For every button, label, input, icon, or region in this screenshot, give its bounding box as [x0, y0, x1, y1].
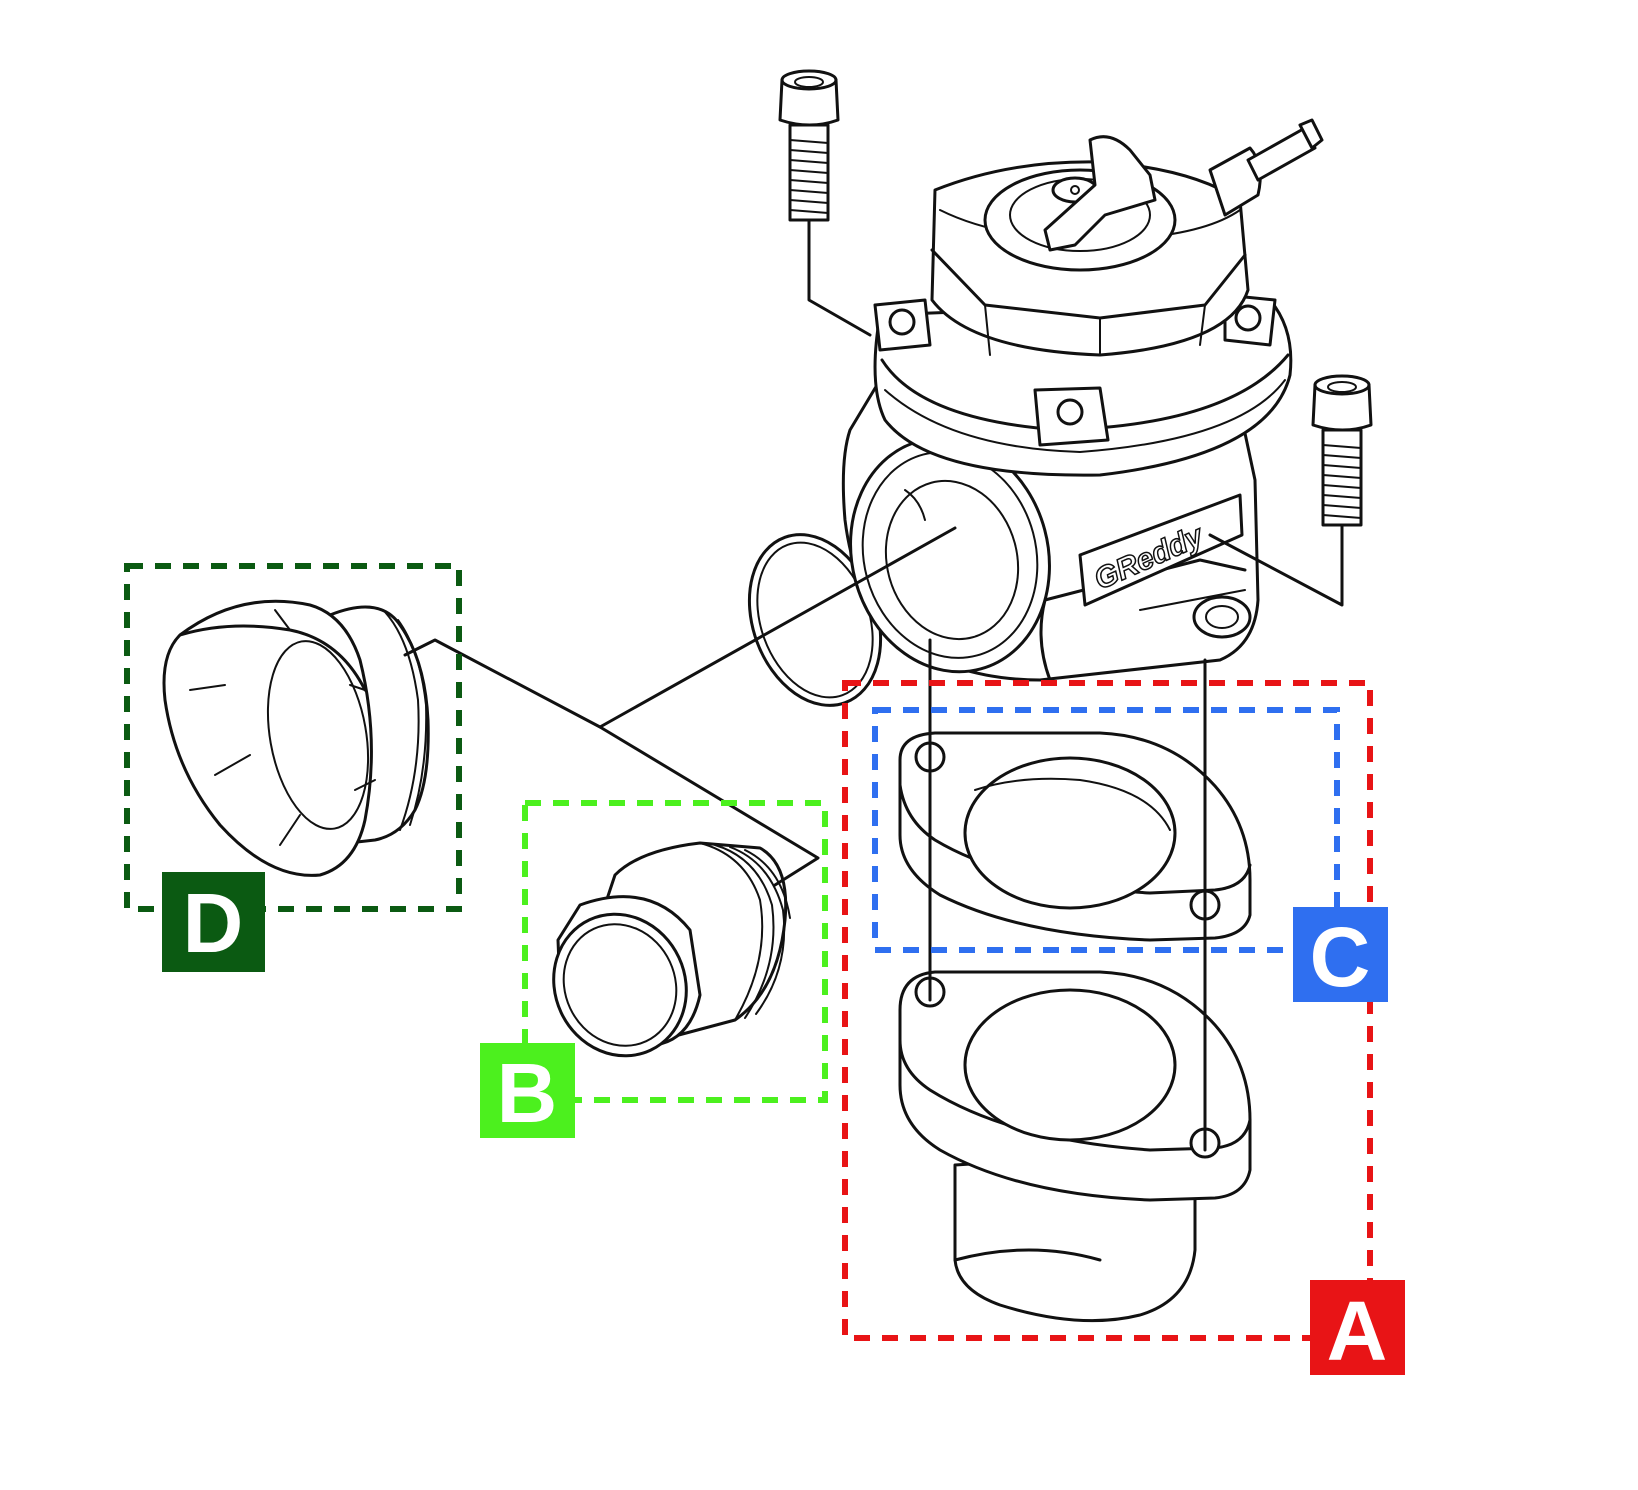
assembly-leader-lines [403, 218, 1344, 1152]
part-c-outline [872, 707, 1340, 953]
part-d-outline [124, 563, 462, 912]
part-b-label: B [480, 1043, 575, 1140]
part-d-letter: D [183, 876, 244, 970]
part-a-outline [842, 680, 1373, 1341]
part-b-threaded-adapter [552, 841, 791, 1058]
part-a-label: A [1310, 1280, 1405, 1378]
bolt-top [778, 69, 840, 222]
part-c-letter: C [1310, 910, 1371, 1004]
part-c-label: C [1293, 907, 1388, 1004]
part-c-gasket [898, 731, 1252, 942]
part-a-letter: A [1327, 1284, 1388, 1378]
blow-off-valve-body: GReddy [841, 118, 1324, 682]
bolt-right [1311, 374, 1373, 527]
part-d-label: D [162, 872, 265, 972]
part-b-letter: B [497, 1046, 558, 1140]
part-a-flange-pipe [898, 970, 1252, 1323]
part-d-cap-fitting [162, 599, 430, 877]
part-b-outline [522, 800, 828, 1103]
